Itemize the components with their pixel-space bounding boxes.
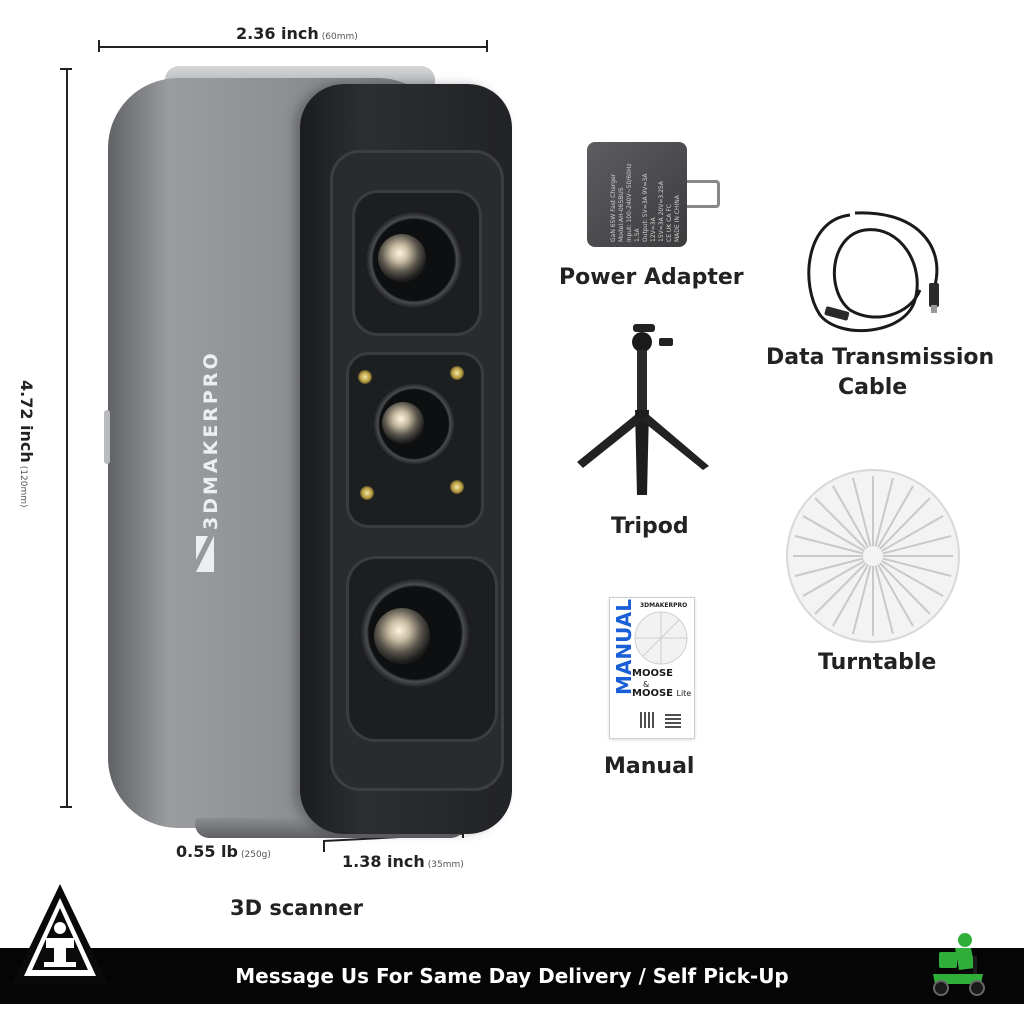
led-bottom-right	[450, 480, 464, 494]
led-bottom-left	[360, 486, 374, 500]
tripod-icon	[577, 324, 709, 495]
manual-brand: 3DMAKERPRO	[640, 602, 688, 609]
manual-amp: &	[643, 680, 650, 689]
manual-qr-code-right	[665, 712, 681, 728]
smith3d-logo-text: SMITH3D	[33, 1006, 85, 1017]
turntable-icon	[786, 469, 960, 643]
manual-qr-code-left	[640, 712, 656, 728]
led-top-right	[450, 366, 464, 380]
power-adapter-label: Power Adapter	[559, 265, 744, 290]
depth-tick-left	[323, 840, 325, 852]
power-adapter-prong	[687, 180, 720, 208]
tripod-label: Tripod	[611, 514, 689, 539]
footer-bar	[0, 948, 1024, 1004]
data-cable-icon	[807, 211, 939, 333]
width-tick-right	[486, 40, 488, 52]
top-lens-glass	[378, 234, 426, 282]
height-dimension-line	[66, 68, 68, 808]
turntable-label: Turntable	[818, 650, 937, 675]
manual-label: Manual	[604, 754, 695, 779]
width-dimension-label: 2.36 inch(60mm)	[236, 24, 358, 43]
scanner-side-button	[104, 410, 110, 464]
manual-turntable-graphic	[634, 611, 688, 665]
led-top-left	[358, 370, 372, 384]
depth-dimension-label: 1.38 inch(35mm)	[342, 852, 464, 871]
scanner-caption: 3D scanner	[230, 896, 363, 920]
bottom-lens-glass	[374, 608, 430, 664]
brand-logo-icon	[196, 536, 214, 572]
height-tick-bottom	[60, 806, 72, 808]
width-tick-left	[98, 40, 100, 52]
weight-label: 0.55 lb(250g)	[176, 842, 271, 861]
power-adapter-image	[587, 142, 687, 247]
smith3d-logo-icon	[12, 884, 108, 984]
footer-message: Message Us For Same Day Delivery / Self …	[235, 964, 789, 988]
delivery-scooter-icon	[933, 933, 985, 996]
data-cable-label-line2: Cable	[838, 375, 908, 400]
middle-lens-glass	[382, 402, 424, 444]
data-cable-label-line1: Data Transmission	[766, 345, 995, 370]
manual-product: MOOSE	[632, 668, 673, 679]
manual-product2: MOOSE Lite	[632, 688, 692, 699]
width-dimension-line	[99, 46, 487, 48]
height-tick-top	[60, 68, 72, 70]
